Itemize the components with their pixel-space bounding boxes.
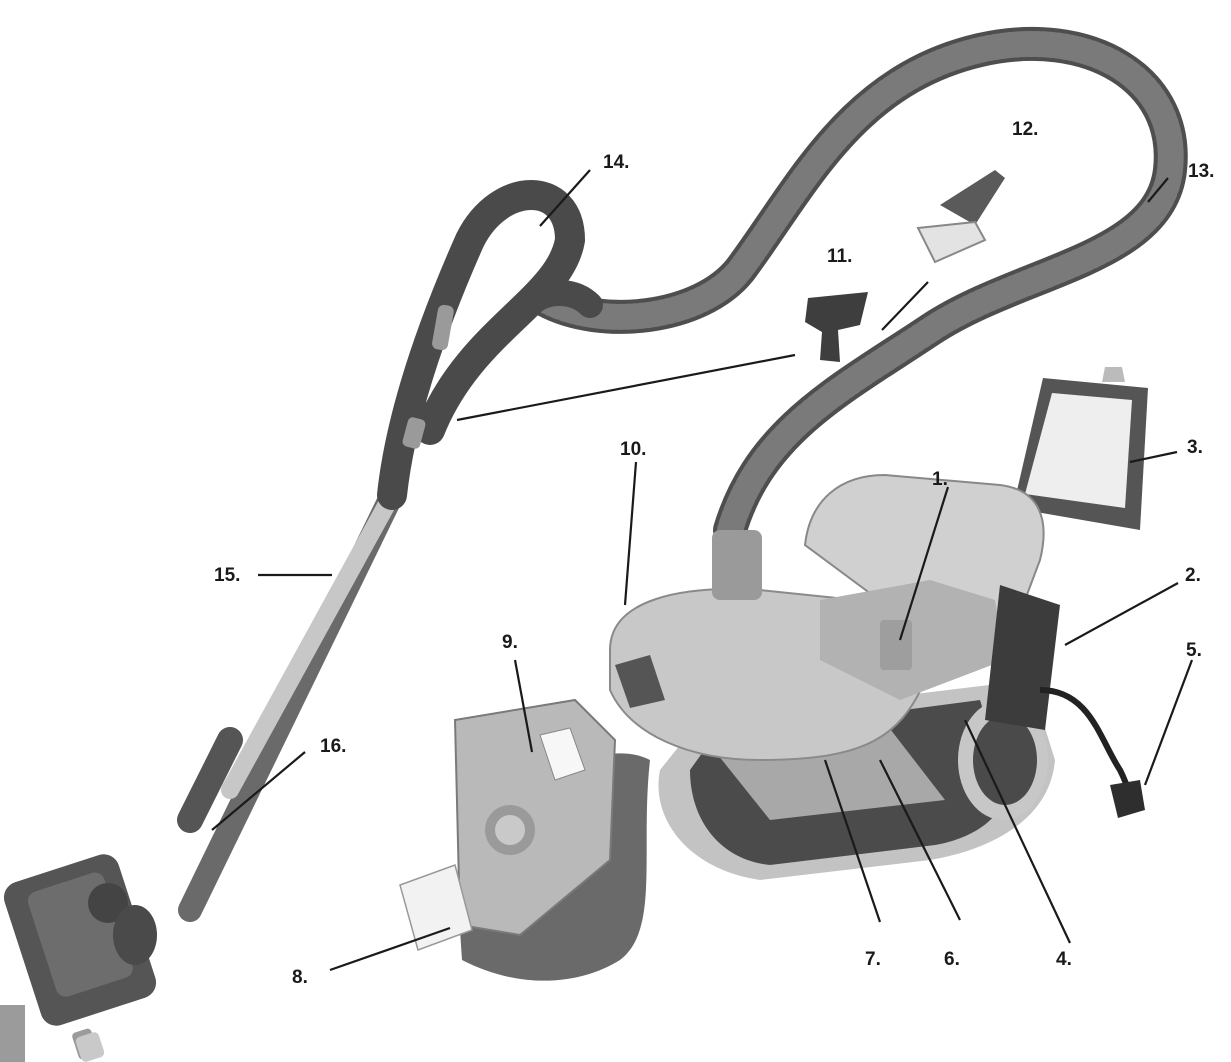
label-1: 1. (932, 469, 948, 490)
label-8: 8. (292, 967, 308, 988)
page-edge-tab (0, 1005, 25, 1062)
label-3: 3. (1187, 437, 1203, 458)
label-10: 10. (620, 439, 647, 460)
dusting-brush (916, 170, 1005, 264)
label-15: 15. (214, 565, 241, 586)
exhaust-filter (1013, 367, 1148, 530)
label-7: 7. (865, 949, 881, 970)
label-2: 2. (1185, 565, 1201, 586)
label-16: 16. (320, 736, 347, 757)
floor-nozzle (3, 854, 157, 1062)
dust-bag (399, 698, 650, 981)
label-6: 6. (944, 949, 960, 970)
leader-lines (211, 169, 1194, 972)
hose-handle (377, 180, 603, 510)
label-12: 12. (1012, 119, 1039, 140)
telescopic-tube (177, 483, 404, 922)
label-11: 11. (827, 246, 853, 267)
accessory-holder (805, 292, 868, 362)
hose (528, 26, 1188, 547)
cleaner-body (609, 473, 1145, 880)
label-9: 9. (502, 632, 518, 653)
label-14: 14. (603, 152, 630, 173)
label-4: 4. (1056, 949, 1072, 970)
label-13: 13. (1188, 161, 1215, 182)
label-5: 5. (1186, 640, 1202, 661)
